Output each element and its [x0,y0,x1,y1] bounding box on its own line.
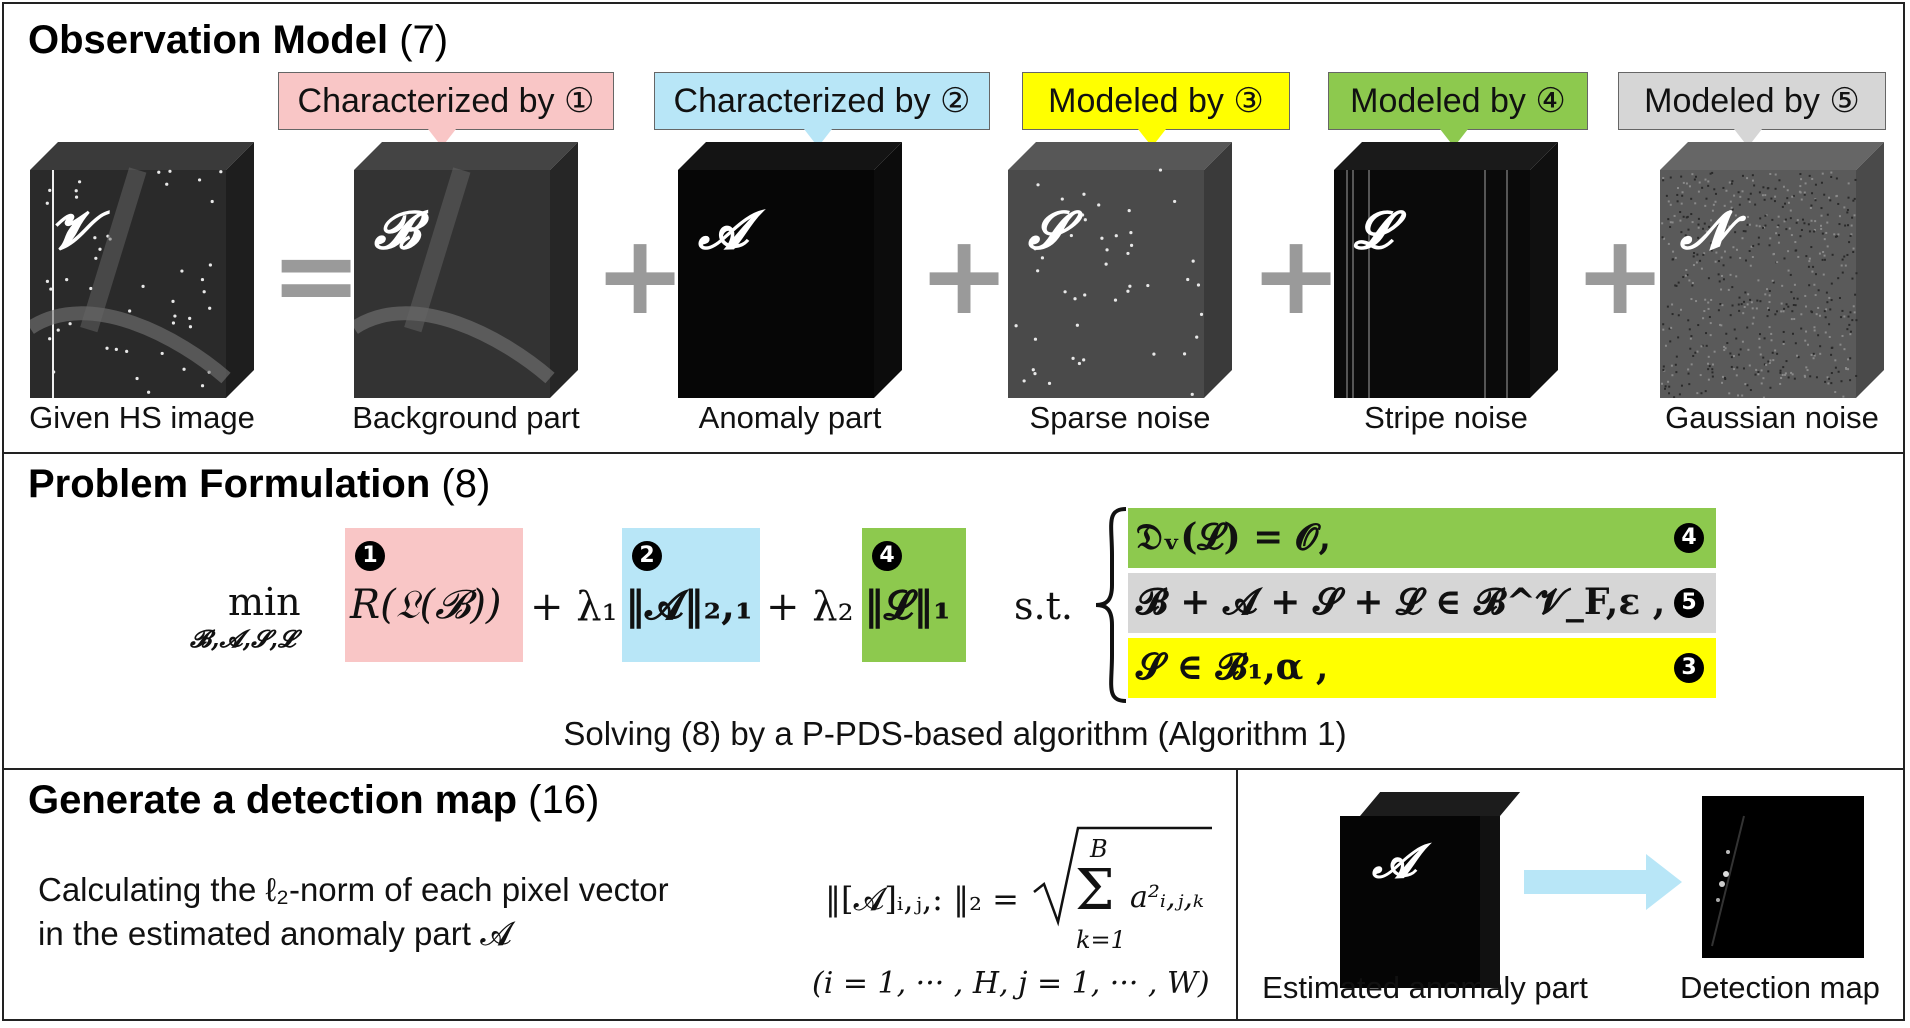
cube-4: 𝓢 [1008,142,1232,398]
cube-1: 𝓥 [26,142,254,398]
cube-graphic [26,142,254,398]
sqrt-symbol [1033,826,1212,927]
equals-operator: = [270,211,363,339]
solving-caption: Solving (8) by a P-PDS-based algorithm (… [563,715,1347,752]
cube-letter: 𝓥 [50,200,94,261]
estimated-anomaly-letter: 𝓐 [1372,834,1417,888]
subject-to: s.t. [1014,584,1073,628]
plus-lambda2: + λ₂ [766,584,854,630]
cube-graphic [1008,142,1232,398]
constraint-number: 5 [1674,588,1704,618]
observation-title: Observation Model (7) [28,18,449,62]
formulation-title: Problem Formulation (8) [28,462,491,506]
min-operator: min [228,580,301,624]
term2-expression: ‖𝓐‖₂,₁ [625,582,753,629]
cube-5: 𝓛 [1334,142,1558,398]
callout-label: Characterized by ② [673,82,971,120]
sum-lower-limit: k=1 [1076,926,1126,954]
formula-lhs: ‖[𝓐]ᵢ,ⱼ,: ‖₂ = [825,880,1019,918]
cube-2: 𝓑 [350,142,578,398]
divider-2 [2,768,1905,770]
cube-letter: 𝓛 [1354,200,1392,261]
index-range: (i = 1, ··· , H, j = 1, ··· , W) [812,966,1210,1001]
cube-letter: 𝓑 [374,200,420,261]
detection-description: Calculating the ℓ₂-norm of each pixel ve… [38,868,669,956]
cube-caption-5: Stripe noise [1364,400,1528,435]
constraint-expression: 𝓑 + 𝓐 + 𝓢 + 𝓛 ∈ 𝓑^𝓥_F,ε , [1136,581,1666,623]
divider-vertical [1236,768,1238,1021]
plus-operator: + [918,211,1011,339]
cube-caption-3: Anomaly part [698,400,882,435]
term2-number: 2 [632,541,662,571]
sum-symbol: Σ [1075,858,1115,923]
estimated-anomaly-caption: Estimated anomaly part [1262,970,1588,1005]
constraint-expression: 𝓢 ∈ 𝓑₁,α , [1136,646,1329,688]
callout-label: Characterized by ① [297,82,595,120]
sum-upper-limit: B [1090,835,1108,863]
cube-letter: 𝓝 [1680,200,1730,261]
cube-caption-1: Given HS image [29,400,255,435]
cube-graphic [678,142,902,398]
callout-4: Modeled by ④ [1328,72,1588,147]
callout-1: Characterized by ① [278,72,614,147]
divider-1 [2,452,1905,454]
cube-caption-4: Sparse noise [1029,400,1211,435]
callout-label: Modeled by ③ [1048,82,1264,120]
detection-title: Generate a detection map (16) [28,778,600,822]
term3-expression: ‖𝓛‖₁ [864,582,951,629]
callout-label: Modeled by ⑤ [1644,82,1860,120]
callout-3: Modeled by ③ [1022,72,1290,147]
min-subscript: 𝓑,𝓐,𝓢,𝓛 [190,624,296,653]
constraint-number: 3 [1674,653,1704,683]
cube-graphic [1334,142,1558,398]
cube-graphic [1660,142,1884,399]
cube-3: 𝓐 [678,142,902,398]
arrow-icon [1524,854,1682,910]
callout-5: Modeled by ⑤ [1618,72,1886,147]
term1-number: 1 [355,541,385,571]
detection-map-caption: Detection map [1680,970,1880,1005]
plus-operator: + [594,211,687,339]
cube-graphic [350,142,578,398]
constraint-brace [1095,507,1127,703]
cube-caption-2: Background part [352,400,580,435]
sum-term: a²ᵢ,ⱼ,ₖ [1130,880,1204,915]
constraint-expression: 𝔇ᵥ(𝓛) = 𝓞, [1136,516,1332,558]
constraint-row-1: 𝔇ᵥ(𝓛) = 𝓞, 4 [1128,508,1716,568]
plus-lambda1: + λ₁ [530,584,618,630]
cube-6: 𝓝 [1660,142,1884,399]
description-line-1: Calculating the ℓ₂-norm of each pixel ve… [38,871,669,908]
plus-operator: + [1574,211,1667,339]
constraint-row-3: 𝓢 ∈ 𝓑₁,α , 3 [1128,638,1716,698]
callout-2: Characterized by ② [654,72,990,147]
plus-operator: + [1250,211,1343,339]
constraint-number: 4 [1674,523,1704,553]
cube-letter: 𝓐 [698,200,749,261]
callout-label: Modeled by ④ [1350,82,1566,120]
detection-map-image [1702,796,1864,958]
description-line-2: in the estimated anomaly part 𝓐 [38,915,512,952]
term3-number: 4 [872,541,902,571]
cube-letter: 𝓢 [1028,200,1069,261]
constraint-row-2: 𝓑 + 𝓐 + 𝓢 + 𝓛 ∈ 𝓑^𝓥_F,ε , 5 [1128,573,1716,633]
cube-caption-6: Gaussian noise [1665,400,1879,435]
term1-expression: R(𝔏(𝓑)) [350,582,502,628]
